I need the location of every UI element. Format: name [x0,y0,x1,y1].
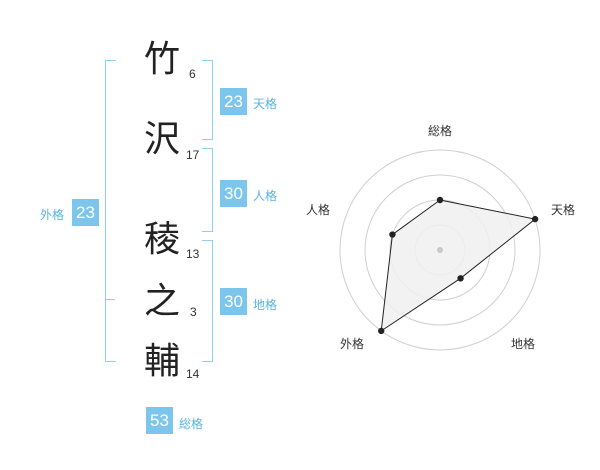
tenkaku-label: 天格 [253,97,278,111]
radar-point-3 [457,275,464,282]
axis-label-soukaku: 総格 [428,124,453,138]
radar-point-5 [389,231,396,238]
name-char-1: 竹 [143,39,180,80]
name-char-4: 之 [143,281,180,322]
stroke-count-5: 14 [186,367,200,381]
jinkaku-bracket [202,148,213,232]
chikaku-bracket [202,240,213,362]
stroke-count-4: 3 [190,305,197,319]
stroke-count-2: 17 [186,148,200,162]
name-char-2: 沢 [143,119,180,160]
radar-point-2 [531,215,539,223]
tenkaku-value: 23 [220,88,247,115]
radar-center-dot [437,247,443,253]
soukaku-value: 53 [146,407,173,434]
radar-point-4 [378,327,385,335]
radar-polygon [380,199,537,332]
chikaku-value: 30 [220,288,247,315]
gaikaku-value: 23 [72,199,99,226]
axis-label-jinkaku: 人格 [306,203,331,217]
name-char-5: 輔 [143,341,180,382]
radar-grid-ring [364,174,516,326]
jinkaku-label: 人格 [253,189,278,203]
name-char-3: 稜 [143,219,180,260]
gaikaku-bracket-split [105,299,115,300]
radar-grid-ring [339,149,541,351]
jinkaku-value: 30 [220,180,247,207]
chikaku-label: 地格 [253,298,278,312]
stroke-count-1: 6 [189,67,196,81]
gaikaku-label: 外格 [40,208,65,222]
gaikaku-bracket [105,60,116,362]
radar-point-1 [436,196,444,204]
axis-label-chikaku: 地格 [511,337,536,351]
stroke-count-3: 13 [186,247,200,261]
tenkaku-bracket [202,60,213,140]
soukaku-label: 総格 [179,417,204,431]
axis-label-tenkaku: 天格 [551,203,576,217]
axis-label-gaikaku: 外格 [340,337,365,351]
